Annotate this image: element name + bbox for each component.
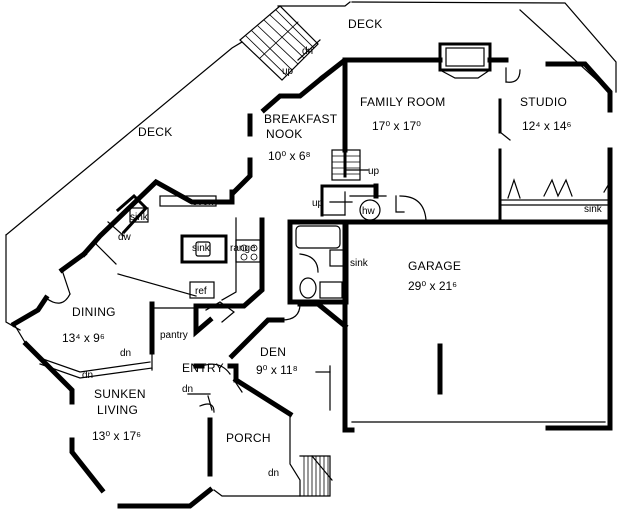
sunken-living-dim: 13⁰ x 17⁶	[92, 429, 141, 443]
family-room-label: FAMILY ROOM	[360, 95, 446, 109]
refrigerator-label: ref	[195, 286, 207, 297]
porch-dn-label: dn	[268, 468, 279, 479]
sunken-living-label-1: SUNKEN	[94, 387, 146, 401]
room-labels: DECK DECK BREAKFAST NOOK 10⁰ x 6⁸ FAMILY…	[62, 17, 572, 445]
kitchen-sink-label: sink	[130, 212, 149, 223]
deck-outline	[5, 1, 617, 331]
deck-top-label: DECK	[348, 17, 383, 31]
studio-dim: 12⁴ x 14⁶	[522, 119, 572, 133]
deck-stairs	[239, 5, 319, 81]
sunken-living-label-2: LIVING	[97, 403, 138, 417]
living-dn-label-1: dn	[120, 348, 131, 359]
deck-stairs-dn-label: dn	[302, 46, 313, 57]
bath-sink-label: sink	[350, 258, 369, 269]
island-sink-label: sink	[192, 243, 211, 254]
nook-stairs-up2-label: up	[312, 198, 324, 209]
deck-stairs-up-label: up	[282, 66, 294, 77]
den-dim: 9⁰ x 11⁸	[256, 363, 298, 377]
nook-stairs-up-label: up	[368, 166, 380, 177]
stair-labels: dn up up up dn dn dn dn	[82, 46, 380, 479]
breakfast-nook-label-2: NOOK	[266, 127, 303, 141]
studio-label: STUDIO	[520, 95, 567, 109]
breakfast-nook-dim: 10⁰ x 6⁸	[268, 149, 311, 163]
breakfast-nook-label-1: BREAKFAST	[264, 112, 338, 126]
range-label: range	[230, 243, 256, 254]
porch-stairs	[299, 455, 333, 497]
dishwasher-label: dw	[118, 232, 132, 243]
family-room-dim: 17⁰ x 17⁰	[372, 119, 421, 133]
studio-sink-label: sink	[584, 204, 603, 215]
entry-dn-label: dn	[182, 384, 193, 395]
garage-label: GARAGE	[408, 259, 461, 273]
living-dn-label-2: dn	[82, 370, 93, 381]
fixture-labels: sink dw oven sink range ref pantry hw si…	[118, 197, 603, 341]
dining-label: DINING	[72, 305, 116, 319]
deck-left-label: DECK	[138, 125, 173, 139]
exterior-walls	[10, 42, 613, 509]
pantry-label: pantry	[160, 330, 188, 341]
den-label: DEN	[260, 345, 286, 359]
dining-dim: 13⁴ x 9⁶	[62, 331, 105, 345]
entry-label: ENTRY	[182, 361, 224, 375]
oven-label: oven	[192, 197, 214, 208]
water-heater-label: hw	[362, 206, 376, 217]
porch-label: PORCH	[226, 431, 271, 445]
garage-dim: 29⁰ x 21⁶	[408, 279, 457, 293]
